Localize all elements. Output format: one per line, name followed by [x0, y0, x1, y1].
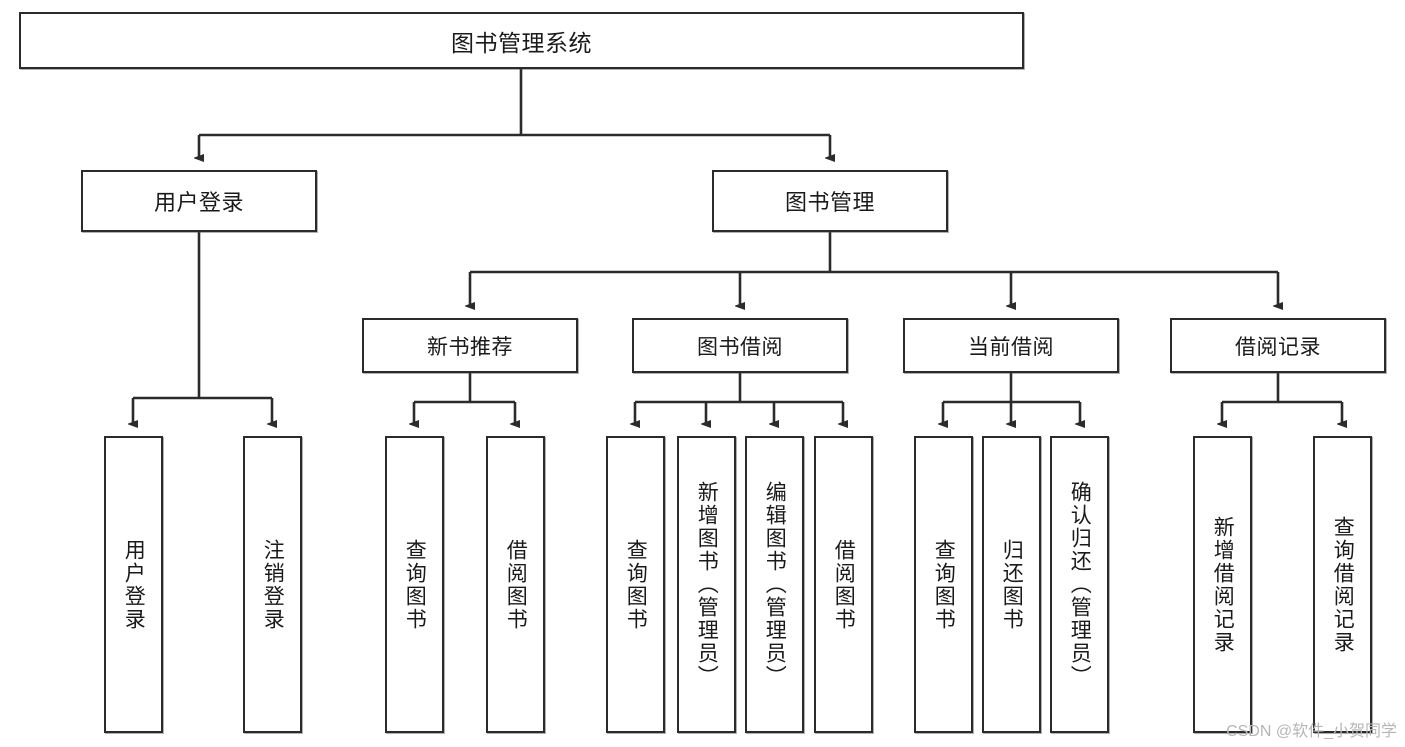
node-leaf-query-book-borrow[interactable]: 查询图书 — [606, 436, 665, 733]
node-label: 新增借阅记录 — [1211, 515, 1235, 654]
node-label: 当前借阅 — [968, 335, 1054, 359]
node-label: 借阅图书 — [832, 538, 856, 631]
node-label: 编辑图书（管理员） — [763, 481, 787, 688]
node-label: 借阅记录 — [1235, 335, 1321, 359]
node-label: 注销登录 — [261, 538, 285, 631]
node-leaf-query-book-recommend[interactable]: 查询图书 — [385, 436, 444, 733]
node-label: 用户登录 — [122, 538, 146, 631]
node-label: 查询图书 — [403, 538, 427, 631]
node-leaf-return-book[interactable]: 归还图书 — [982, 436, 1041, 733]
node-leaf-user-login[interactable]: 用户登录 — [104, 436, 163, 733]
node-leaf-add-book-admin[interactable]: 新增图书（管理员） — [677, 436, 736, 733]
node-label: 归还图书 — [1000, 538, 1024, 631]
node-leaf-query-borrow-record[interactable]: 查询借阅记录 — [1313, 436, 1372, 733]
node-book-manage[interactable]: 图书管理 — [712, 170, 948, 232]
node-label: 用户登录 — [153, 190, 244, 215]
node-leaf-confirm-return-admin[interactable]: 确认归还（管理员） — [1050, 436, 1109, 733]
node-root-system[interactable]: 图书管理系统 — [19, 12, 1024, 69]
node-label: 借阅图书 — [504, 538, 528, 631]
node-leaf-add-borrow-record[interactable]: 新增借阅记录 — [1193, 436, 1252, 733]
node-label: 查询借阅记录 — [1331, 515, 1355, 654]
node-leaf-borrow-book[interactable]: 借阅图书 — [814, 436, 873, 733]
node-leaf-borrow-book-recommend[interactable]: 借阅图书 — [486, 436, 545, 733]
watermark: CSDN @软件_小贺同学 — [1226, 723, 1397, 740]
node-label: 查询图书 — [624, 538, 648, 631]
node-book-borrow[interactable]: 图书借阅 — [632, 318, 848, 373]
node-user-login[interactable]: 用户登录 — [81, 170, 317, 232]
node-label: 图书管理 — [784, 190, 875, 215]
node-label: 新增图书（管理员） — [695, 481, 719, 688]
node-leaf-logout[interactable]: 注销登录 — [243, 436, 302, 733]
node-label: 查询图书 — [932, 538, 956, 631]
node-leaf-query-book-current[interactable]: 查询图书 — [914, 436, 973, 733]
node-new-book-recommend[interactable]: 新书推荐 — [362, 318, 578, 373]
node-label: 图书管理系统 — [451, 29, 592, 56]
node-borrow-record[interactable]: 借阅记录 — [1170, 318, 1386, 373]
node-label: 新书推荐 — [427, 335, 513, 359]
node-current-borrow[interactable]: 当前借阅 — [903, 318, 1119, 373]
node-label: 图书借阅 — [697, 335, 783, 359]
node-leaf-edit-book-admin[interactable]: 编辑图书（管理员） — [745, 436, 804, 733]
node-label: 确认归还（管理员） — [1068, 481, 1092, 688]
